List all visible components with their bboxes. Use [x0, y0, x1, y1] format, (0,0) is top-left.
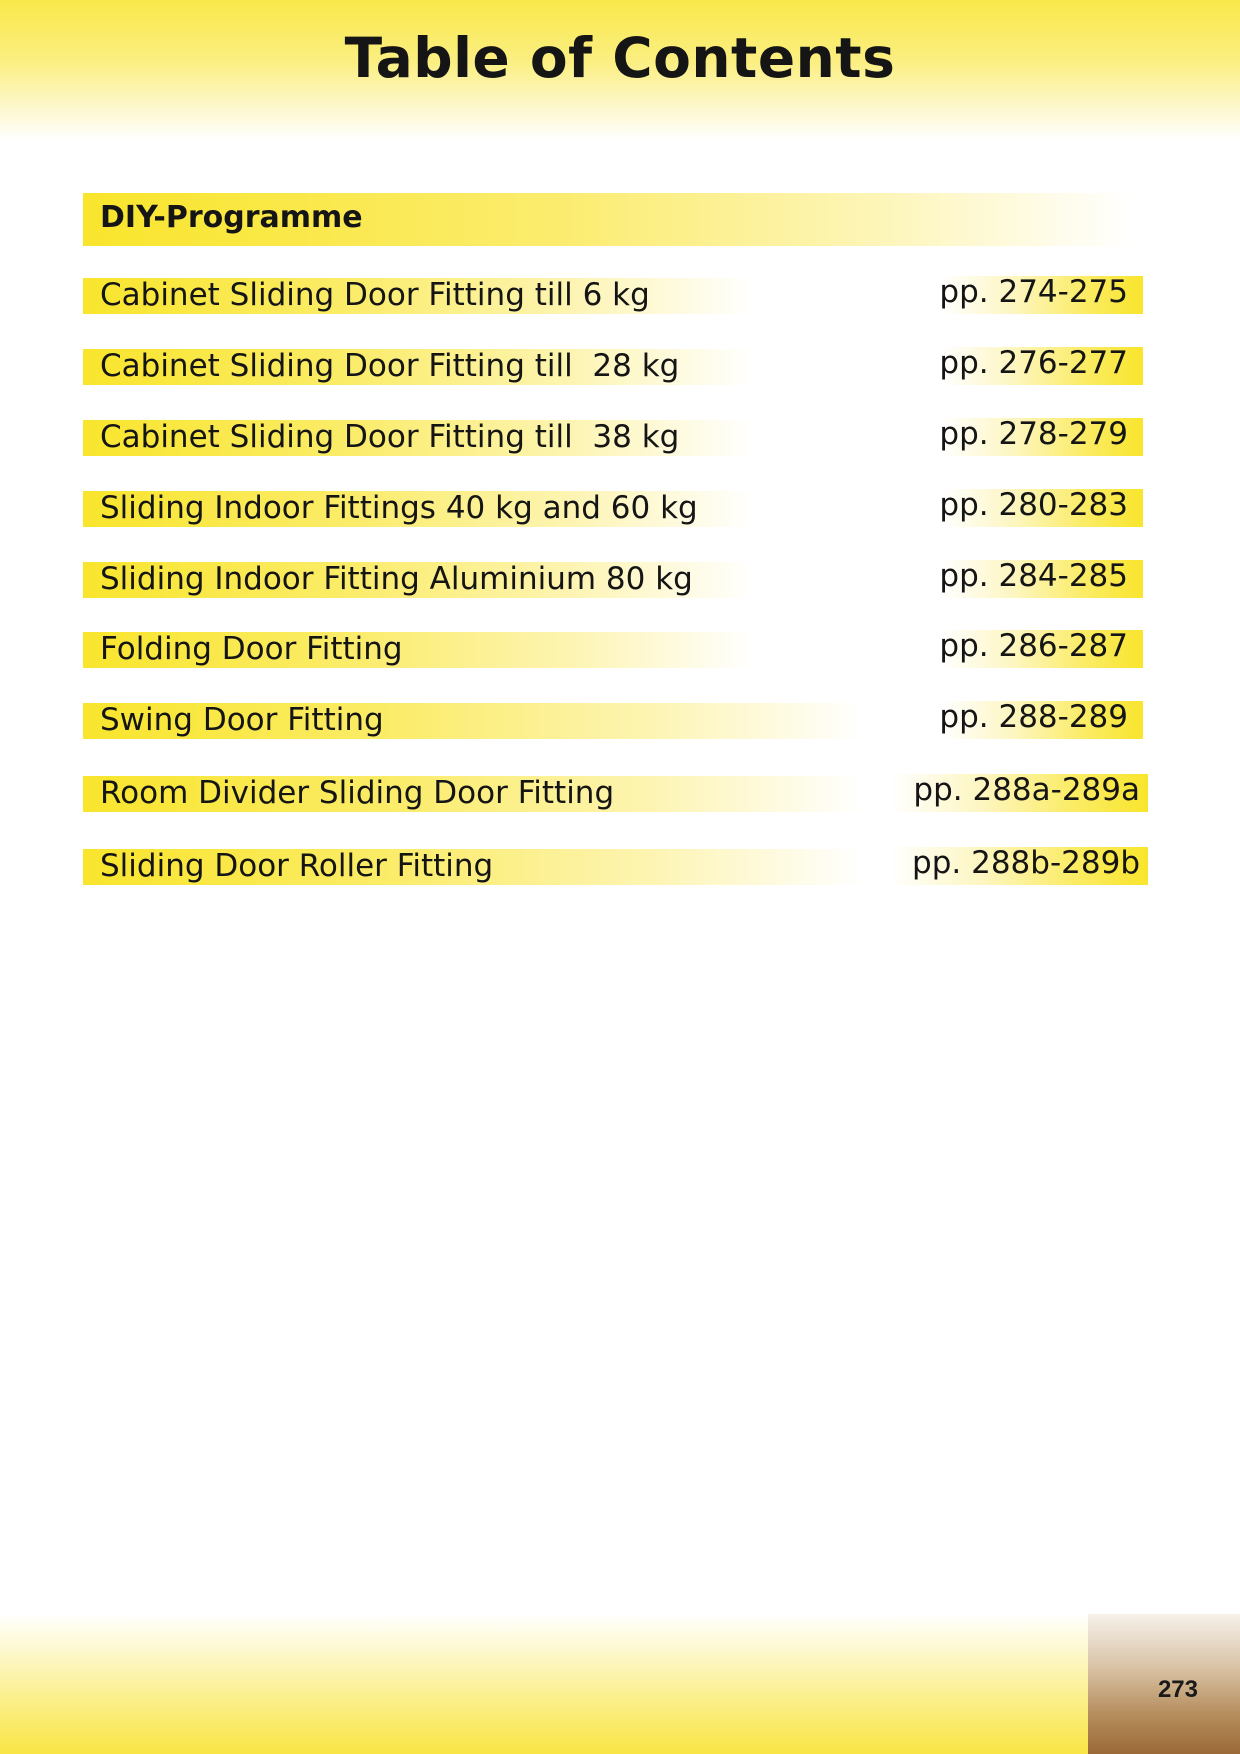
- page-range: pp. 288a-289a: [913, 772, 1140, 808]
- page-reference: pp. 288a-289a: [890, 772, 1148, 812]
- page-number-tab: 273: [1088, 1614, 1240, 1754]
- toc-entry[interactable]: Cabinet Sliding Door Fitting till 28 kg …: [0, 345, 1240, 387]
- entry-highlight: [83, 420, 753, 456]
- page-reference: pp. 284-285: [939, 558, 1143, 598]
- entry-title: Folding Door Fitting: [100, 631, 403, 667]
- entry-title: Cabinet Sliding Door Fitting till 38 kg: [100, 419, 680, 455]
- page-range: pp. 284-285: [939, 558, 1128, 594]
- page-reference: pp. 276-277: [939, 345, 1143, 385]
- page-number: 273: [1157, 1676, 1198, 1703]
- toc-entry[interactable]: Folding Door Fitting pp. 286-287: [0, 628, 1240, 670]
- entry-title: Swing Door Fitting: [100, 702, 384, 738]
- entry-title: Cabinet Sliding Door Fitting till 28 kg: [100, 348, 680, 384]
- entry-title: Cabinet Sliding Door Fitting till 6 kg: [100, 277, 650, 313]
- entry-highlight: [83, 776, 863, 812]
- toc-entry[interactable]: Sliding Indoor Fittings 40 kg and 60 kg …: [0, 487, 1240, 529]
- toc-entry[interactable]: Room Divider Sliding Door Fitting pp. 28…: [0, 772, 1240, 814]
- toc-entry[interactable]: Sliding Indoor Fitting Aluminium 80 kg p…: [0, 558, 1240, 600]
- toc-entry[interactable]: Cabinet Sliding Door Fitting till 38 kg …: [0, 416, 1240, 458]
- entry-title: Sliding Indoor Fittings 40 kg and 60 kg: [100, 490, 698, 526]
- entry-title: Sliding Indoor Fitting Aluminium 80 kg: [100, 561, 693, 597]
- page-range: pp. 278-279: [939, 416, 1128, 452]
- toc-entry[interactable]: Cabinet Sliding Door Fitting till 6 kg p…: [0, 274, 1240, 316]
- entry-highlight: [83, 278, 753, 314]
- page-reference: pp. 288-289: [939, 699, 1143, 739]
- entry-title: Room Divider Sliding Door Fitting: [100, 775, 615, 811]
- header-band: [0, 0, 1240, 140]
- page-range: pp. 280-283: [939, 487, 1128, 523]
- page-reference: pp. 280-283: [939, 487, 1143, 527]
- toc-entry[interactable]: Sliding Door Roller Fitting pp. 288b-289…: [0, 845, 1240, 887]
- entry-highlight: [83, 849, 863, 885]
- page-reference: pp. 288b-289b: [890, 845, 1148, 885]
- toc-list: Cabinet Sliding Door Fitting till 6 kg p…: [0, 274, 1240, 887]
- page-range: pp. 288-289: [939, 699, 1128, 735]
- entry-highlight: [83, 703, 863, 739]
- page-range: pp. 288b-289b: [912, 845, 1140, 881]
- page-title: Table of Contents: [344, 26, 896, 90]
- section-heading: DIY-Programme: [83, 193, 1133, 246]
- entry-highlight: [83, 491, 753, 527]
- entry-title: Sliding Door Roller Fitting: [100, 848, 494, 884]
- page-range: pp. 286-287: [939, 628, 1128, 664]
- entry-highlight: [83, 632, 753, 668]
- entry-highlight: [83, 562, 753, 598]
- section-label: DIY-Programme: [100, 200, 363, 235]
- page-range: pp. 276-277: [939, 345, 1128, 381]
- page-reference: pp. 274-275: [939, 274, 1143, 314]
- entry-highlight: [83, 349, 753, 385]
- footer-band: [0, 1614, 1240, 1754]
- page-reference: pp. 278-279: [939, 416, 1143, 456]
- page-range: pp. 274-275: [939, 274, 1128, 310]
- page-reference: pp. 286-287: [939, 628, 1143, 668]
- toc-entry[interactable]: Swing Door Fitting pp. 288-289: [0, 699, 1240, 741]
